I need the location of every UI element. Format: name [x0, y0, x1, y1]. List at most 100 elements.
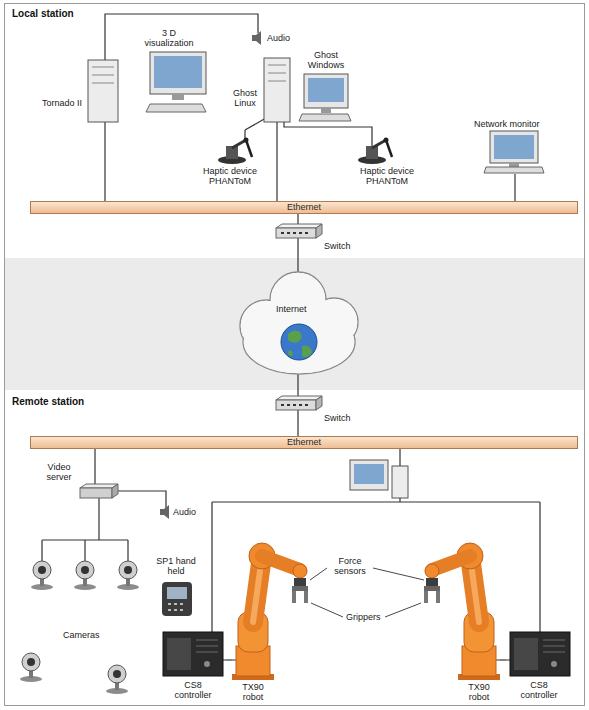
network-switch: Switch [272, 394, 356, 428]
device-label: Switch [324, 241, 351, 251]
station-heading: Local station [12, 8, 74, 20]
network-cable [226, 659, 232, 660]
robot-arm [424, 543, 500, 680]
monitor [304, 74, 348, 108]
switch-icon [276, 396, 322, 410]
network-switch: Switch [272, 222, 356, 256]
device-label: Ethernet [31, 437, 577, 448]
gripper-fingers [292, 591, 308, 603]
globe-land [288, 330, 312, 357]
robot-controller: CS8 controller [160, 628, 226, 706]
speaker-icon [252, 31, 261, 45]
monitor-stand [172, 94, 184, 100]
robot-arm: TX90 robot [232, 535, 316, 706]
speaker-icon [160, 505, 169, 519]
camera-icon [20, 653, 42, 682]
haptic-device-icon [358, 138, 392, 165]
internet-band [5, 258, 584, 390]
ethernet-bus: Ethernet [30, 436, 578, 449]
device-label: Ethernet [31, 202, 577, 213]
network-cable [94, 449, 95, 462]
network-cable [500, 659, 506, 660]
network-cable [514, 174, 515, 201]
device-label: SP1 hand held [153, 556, 199, 576]
network-cable [105, 14, 258, 28]
video-server: Video server [40, 462, 122, 502]
callout-label: Grippers [346, 612, 381, 622]
screen [154, 56, 202, 88]
monitor-stand [509, 163, 519, 167]
device-label: Audio [173, 507, 196, 517]
drive-slots [268, 65, 286, 81]
gripper-body [292, 586, 308, 591]
device-label: Cameras [63, 630, 100, 640]
device-label: CS8 controller [516, 680, 562, 700]
network-cable [244, 130, 245, 138]
server-front [80, 488, 112, 498]
camera-icon [106, 665, 128, 694]
teach-pendant: SP1 hand held [150, 556, 202, 620]
device-label: Haptic device PHANToM [352, 166, 422, 186]
force-sensor [294, 578, 306, 586]
robot-wrist [293, 564, 307, 578]
speaker: Audio [156, 502, 202, 522]
network-cable [122, 491, 166, 502]
device-label: Internet [276, 304, 307, 314]
network-cable [276, 130, 277, 201]
station-heading: Remote station [12, 396, 84, 408]
device-label: Haptic device PHANToM [197, 166, 263, 186]
device-label: Video server [40, 462, 78, 482]
haptic-device: Haptic device PHANToM [196, 138, 265, 194]
internet-cloud: Internet [238, 272, 360, 374]
camera-group: Cameras [22, 540, 148, 646]
callout-label: Force sensors [330, 556, 370, 576]
robot-arm [232, 543, 308, 680]
device-label: TX90 robot [460, 682, 498, 702]
pendant-screen [167, 587, 187, 599]
pc-tower [392, 466, 408, 498]
drive-slots [92, 67, 114, 83]
pc-tower [88, 60, 118, 122]
camera-icon [117, 561, 139, 590]
pendant-keys [168, 604, 183, 610]
server-side [112, 484, 118, 498]
controller-icon [163, 632, 223, 676]
device-label: TX90 robot [234, 682, 272, 702]
keyboard [146, 104, 206, 112]
network-cable [297, 428, 298, 436]
robot-controller: CS8 controller [506, 628, 578, 706]
screen [354, 464, 384, 484]
haptic-device-icon [218, 138, 252, 165]
keyboard [299, 114, 351, 121]
leader-line [310, 568, 424, 617]
speaker: Audio [250, 28, 300, 48]
monitor [350, 460, 388, 490]
workstation: Ghost WindowsGhost Linux [226, 50, 354, 130]
network-cable [104, 132, 105, 201]
network-cable [98, 502, 99, 540]
device-label: Network monitor [474, 119, 540, 129]
monitor [490, 131, 538, 163]
device-label: CS8 controller [170, 680, 216, 700]
camera-icon [74, 561, 96, 590]
cloud-fill [244, 311, 355, 374]
cloud-shape [238, 272, 360, 374]
camera-icon [31, 561, 53, 590]
robot-arm: TX90 robot [416, 535, 500, 706]
pc-tower [264, 58, 290, 122]
controller-icon [510, 632, 570, 676]
network-monitor: Network monitor [470, 118, 566, 174]
workstation: 3 D visualizationTornado II [40, 26, 225, 132]
device-label: 3 D visualization [140, 28, 198, 48]
network-cable [297, 256, 298, 272]
device-label: Ghost Linux [228, 88, 262, 108]
monitor [150, 52, 206, 94]
screen [308, 78, 344, 102]
device-label: Ghost Windows [300, 50, 352, 70]
switch-icon [276, 224, 322, 238]
ethernet-bus: Ethernet [30, 201, 578, 214]
network-cable [354, 127, 372, 138]
station-region: Local station 3 D visualizationTornado II… [5, 4, 584, 258]
haptic-device: Haptic device PHANToM [350, 138, 424, 194]
pendant-case [162, 582, 192, 616]
